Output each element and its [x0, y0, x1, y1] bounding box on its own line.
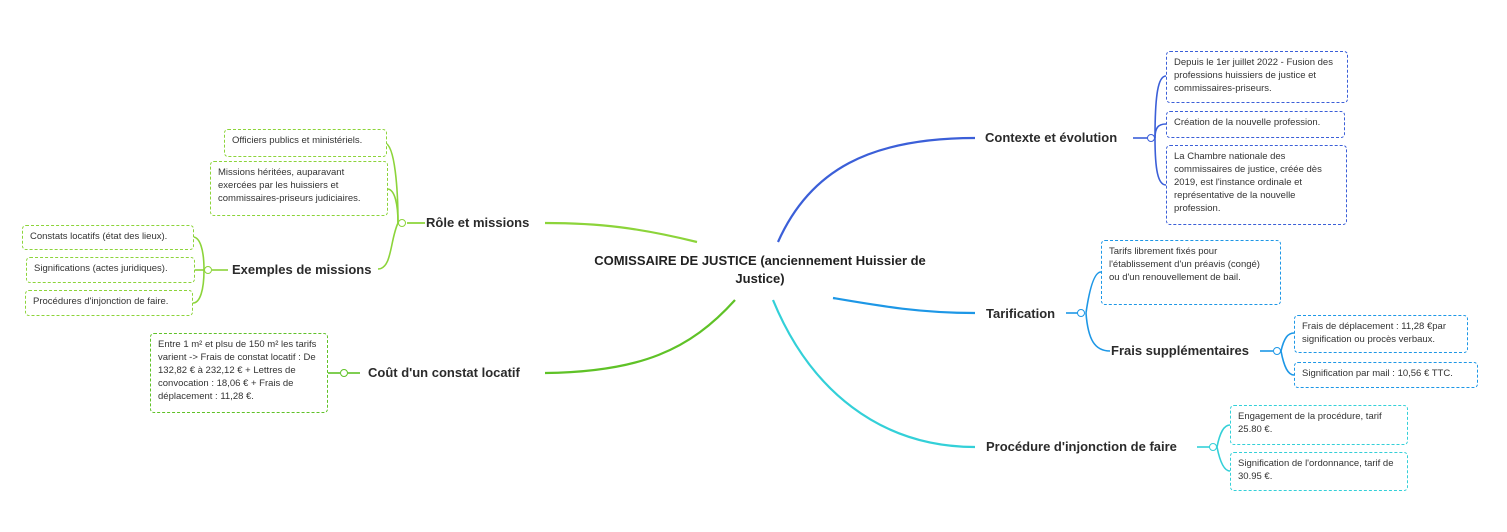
note-officiers[interactable]: Officiers publics et ministériels. [224, 129, 387, 157]
link-contexte [776, 136, 976, 243]
collapse-toggle-contexte[interactable] [1147, 134, 1155, 142]
note-cout-constat[interactable]: Entre 1 m² et plsu de 150 m² les tarifs … [150, 333, 328, 413]
collapse-toggle-exemples[interactable] [204, 266, 212, 274]
note-signification-mail[interactable]: Signification par mail : 10,56 € TTC. [1294, 362, 1478, 388]
note-fusion-2022[interactable]: Depuis le 1er juillet 2022 - Fusion des … [1166, 51, 1348, 103]
note-missions-heritees[interactable]: Missions héritées, auparavant exercées p… [210, 161, 388, 216]
collapse-toggle-cout[interactable] [340, 369, 348, 377]
topic-procedure-injonction[interactable]: Procédure d'injonction de faire [986, 439, 1177, 454]
topic-exemples-missions[interactable]: Exemples de missions [232, 262, 372, 277]
note-frais-deplacement[interactable]: Frais de déplacement : 11,28 €par signif… [1294, 315, 1468, 353]
topic-frais-supplementaires[interactable]: Frais supplémentaires [1111, 343, 1249, 358]
collapse-toggle-frais[interactable] [1273, 347, 1281, 355]
note-creation-profession[interactable]: Création de la nouvelle profession. [1166, 111, 1345, 138]
topic-cout-constat[interactable]: Coût d'un constat locatif [368, 365, 520, 380]
collapse-toggle-role[interactable] [398, 219, 406, 227]
note-constats-locatifs[interactable]: Constats locatifs (état des lieux). [22, 225, 194, 250]
note-tarifs-libres[interactable]: Tarifs librement fixés pour l'établissem… [1101, 240, 1281, 305]
note-signification-ordonnance[interactable]: Signification de l'ordonnance, tarif de … [1230, 452, 1408, 491]
topic-role-missions[interactable]: Rôle et missions [426, 215, 530, 230]
central-topic[interactable]: COMISSAIRE DE JUSTICE (anciennement Huis… [594, 253, 926, 286]
note-procedures-injonction[interactable]: Procédures d'injonction de faire. [25, 290, 193, 316]
note-engagement-procedure[interactable]: Engagement de la procédure, tarif 25.80 … [1230, 405, 1408, 445]
note-significations[interactable]: Significations (actes juridiques). [26, 257, 195, 283]
note-chambre-nationale[interactable]: La Chambre nationale des commissaires de… [1166, 145, 1347, 225]
link-tarification [832, 296, 976, 315]
link-role [544, 221, 698, 244]
collapse-toggle-procedure[interactable] [1209, 443, 1217, 451]
topic-tarification[interactable]: Tarification [986, 306, 1056, 321]
link-cout [544, 299, 736, 375]
link-procedure [771, 299, 976, 449]
collapse-toggle-tarification[interactable] [1077, 309, 1085, 317]
topic-contexte-evolution[interactable]: Contexte et évolution [985, 130, 1118, 145]
